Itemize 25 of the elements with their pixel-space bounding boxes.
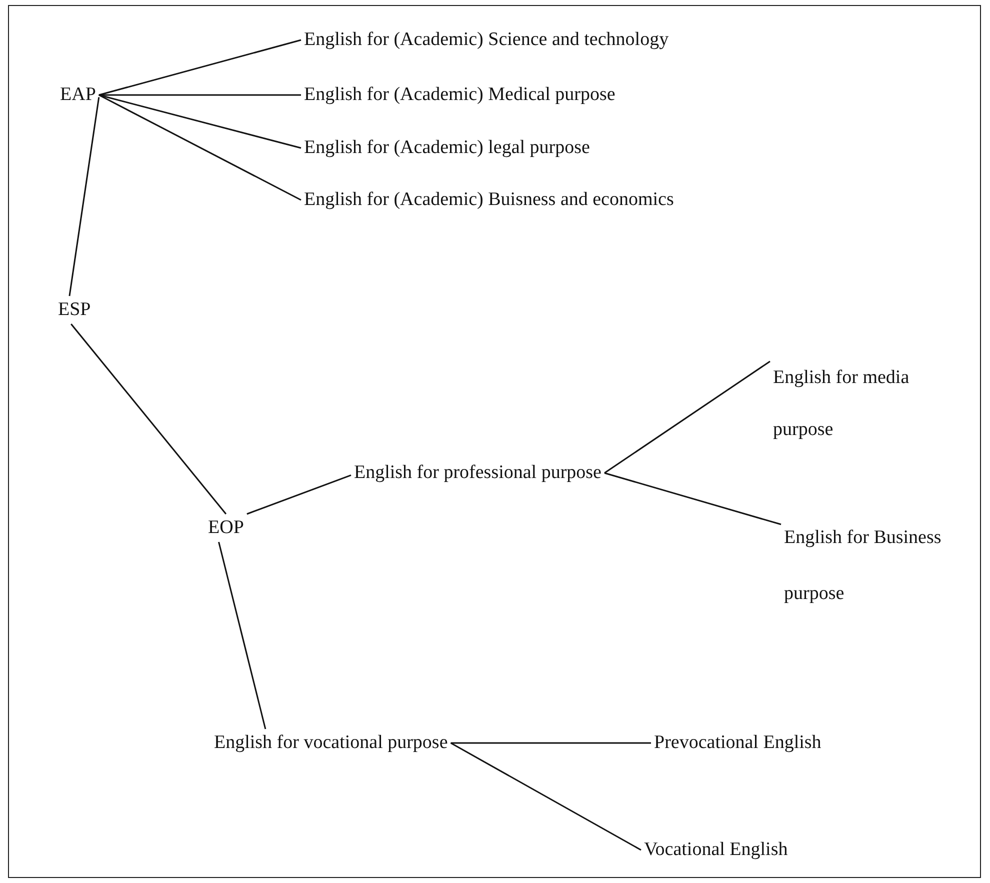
connector-line bbox=[246, 474, 352, 515]
node-label: English for (Academic) Science and technology bbox=[304, 29, 669, 50]
node-label: English for (Academic) Buisness and economics bbox=[304, 189, 674, 210]
node-label: English for (Academic) legal purpose bbox=[304, 137, 590, 158]
connector-line bbox=[218, 542, 266, 730]
node-label: EOP bbox=[208, 517, 244, 538]
node-label: English for professional purpose bbox=[354, 462, 602, 483]
connector-line bbox=[70, 324, 227, 514]
connector-line bbox=[68, 97, 100, 296]
connector-line bbox=[98, 39, 302, 96]
connector-line bbox=[98, 94, 301, 96]
node-label: English for Business purpose bbox=[784, 527, 942, 604]
node-label: English for (Academic) Medical purpose bbox=[304, 84, 616, 105]
node-label: ESP bbox=[58, 299, 91, 320]
node-label: English for media purpose bbox=[773, 367, 910, 440]
node-label: Prevocational English bbox=[654, 732, 822, 753]
node-label: English for vocational purpose bbox=[214, 732, 448, 753]
node-label: Vocational English bbox=[644, 839, 788, 860]
connector-line bbox=[604, 360, 770, 474]
connector-line bbox=[450, 742, 642, 851]
connector-line bbox=[604, 472, 782, 526]
node-label: EAP bbox=[60, 84, 96, 105]
connector-line bbox=[450, 742, 651, 744]
connector-line bbox=[98, 94, 302, 201]
connector-line bbox=[98, 94, 302, 149]
